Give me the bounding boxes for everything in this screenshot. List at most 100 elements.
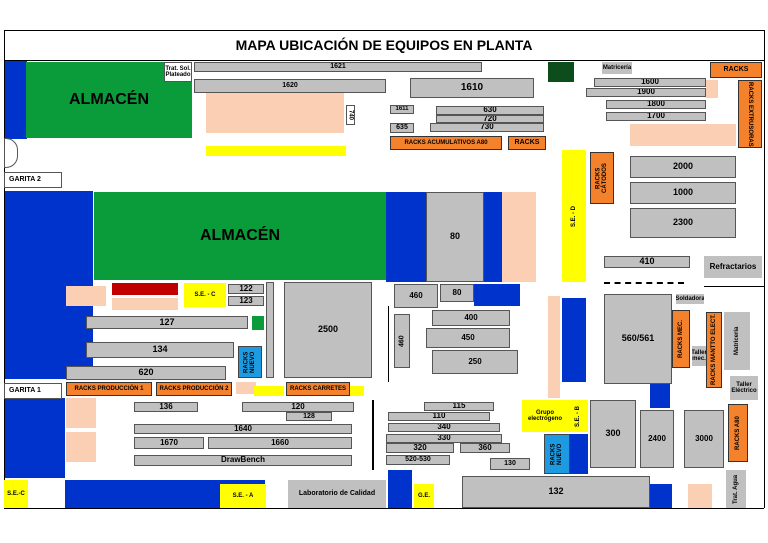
yellow-strip-north [206, 146, 346, 156]
machine-1600: 1600 [594, 78, 706, 87]
machine-80: 80 [426, 192, 484, 282]
machine-635: 635 [390, 123, 414, 133]
se-c: S.E. - C [184, 283, 226, 307]
machine-130: 130 [490, 458, 530, 470]
yellow-strip-carretes [254, 386, 284, 396]
taller-electrico: Taller Eléctrico [730, 376, 758, 400]
racks-a80: RACKS A80 [728, 404, 748, 462]
racks-produccion-1: RACKS PRODUCCIÓN 1 [66, 382, 152, 396]
machine-410: 410 [604, 256, 690, 268]
machine-1000: 1000 [630, 182, 736, 204]
machine-2000: 2000 [630, 156, 736, 178]
red-block [112, 283, 178, 295]
machine-2300: 2300 [630, 208, 736, 238]
area-pink-north [206, 93, 344, 133]
divider-v-center [388, 306, 389, 382]
blue-zone-left-top [5, 61, 27, 139]
machine-320: 320 [386, 443, 454, 453]
machine-80b: 80 [440, 284, 474, 302]
garita-2: GARITA 2 [4, 172, 62, 188]
soldadora: Soldadora [676, 294, 704, 304]
machine-730: 730 [430, 123, 544, 132]
blue-block-center [386, 192, 426, 282]
area-pink-s1 [548, 296, 560, 380]
area-pink-northeast [630, 124, 736, 146]
machine-720: 720 [436, 115, 544, 123]
trat-sol-plateado: Trat. Sol. Plateado [164, 62, 192, 82]
blue-block-80 [484, 192, 502, 282]
machine-330: 330 [386, 434, 502, 443]
racks-nuevo-2: RACKS NUEVO [544, 434, 570, 474]
racks-produccion-2: RACKS PRODUCCIÓN 2 [156, 382, 232, 396]
machine-drawbench: DrawBench [134, 455, 352, 466]
machine-1700: 1700 [606, 112, 706, 121]
sec-bottom-left: S.E.-C [4, 480, 28, 508]
machine-127: 127 [86, 316, 248, 329]
area-pink-w1 [66, 286, 106, 306]
area-pink-80 [502, 192, 536, 282]
machine-450: 450 [426, 328, 510, 348]
machine-128: 128 [286, 412, 332, 421]
machine-1611: 1611 [390, 105, 414, 114]
almacen-south: ALMACÉN [94, 192, 386, 280]
ge: G.E. [414, 484, 434, 508]
machine-250: 250 [432, 350, 518, 374]
machine-1640: 1640 [134, 424, 352, 434]
machine-115: 115 [424, 402, 494, 411]
area-pink-w2 [112, 298, 178, 310]
machine-620: 620 [66, 366, 226, 380]
matriceria: Matricería [602, 62, 632, 74]
machine-132: 132 [462, 476, 650, 508]
machine-110: 110 [388, 412, 490, 421]
se-d: S.E. - D [562, 150, 586, 282]
racks-top: RACKS [710, 62, 762, 78]
racks-mantto-elect: RACKS MANTTO ELECT. [706, 312, 722, 388]
blue-zone-left-low [5, 398, 65, 478]
garita-1: GARITA 1 [4, 383, 62, 399]
divider-h-right [704, 286, 764, 287]
se-a: S.E. - A [220, 484, 266, 508]
machine-136: 136 [134, 402, 198, 412]
green-small [252, 316, 264, 330]
racks-nuevo: RACKS NUEVO [238, 346, 262, 378]
racks-catodos: RACKS CÁTODOS [590, 152, 614, 204]
blue-block-4 [570, 434, 588, 474]
machine-1900: 1900 [586, 88, 706, 97]
machine-1621: 1621 [194, 62, 482, 72]
machine-560-561: 560/561 [604, 294, 672, 384]
frame-bottom [4, 508, 764, 509]
machine-520-530: 520-530 [386, 455, 450, 465]
taller-mec: Taller mec. [692, 346, 706, 366]
area-pink-s2 [236, 382, 256, 394]
map-title: MAPA UBICACIÓN DE EQUIPOS EN PLANTA [235, 37, 533, 53]
machine-123: 123 [228, 296, 264, 306]
racks-small: RACKS [508, 136, 546, 150]
machine-1660: 1660 [208, 437, 352, 449]
frame-left [4, 30, 5, 508]
machine-400: 400 [432, 310, 510, 326]
racks-mec: RACKS MEC. [672, 310, 690, 368]
machine-1670: 1670 [134, 437, 204, 449]
area-pink-s5 [688, 484, 712, 508]
racks-carretes: RACKS CARRETES [286, 382, 350, 396]
machine-340: 340 [388, 423, 500, 432]
blue-zone-left-mid [5, 191, 93, 379]
dashed-line [604, 282, 684, 284]
machine-740: 740 [346, 105, 355, 125]
area-pink-s4 [548, 380, 560, 398]
racks-extrusoras: RACKS EXTRUSORAS [738, 80, 762, 148]
machine-2500: 2500 [284, 282, 372, 378]
divider-v-lower [372, 400, 374, 470]
area-pink-s6 [66, 432, 96, 462]
se-b: S.E. - B [568, 400, 588, 432]
refractarios: Refractarios [704, 256, 762, 278]
machine-1800: 1800 [606, 100, 706, 109]
machine-460-vertical: 460 [394, 314, 410, 368]
machine-360: 360 [460, 443, 510, 453]
gate-shape [4, 138, 18, 168]
racks-acumulativos-a80: RACKS ACUMULATIVOS A80 [390, 136, 502, 150]
machine-3000: 3000 [684, 410, 724, 468]
machine-120: 120 [242, 402, 354, 412]
machine-630: 630 [436, 106, 544, 115]
